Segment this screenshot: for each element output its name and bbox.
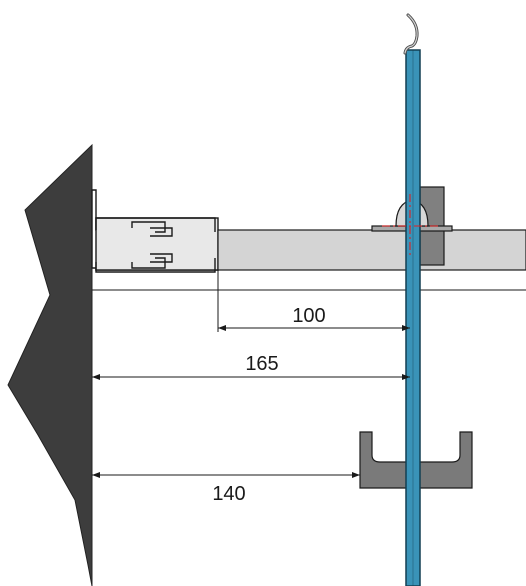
wall-section xyxy=(7,143,93,586)
glass-pane xyxy=(405,49,421,586)
suspension-cable-highlight xyxy=(404,14,418,54)
support-bar xyxy=(217,229,526,271)
dimension-165 xyxy=(92,374,410,380)
reference-lines xyxy=(92,270,526,332)
dimension-100 xyxy=(218,325,410,331)
lower-u-bracket xyxy=(359,431,473,489)
alignment-crosshair xyxy=(382,194,440,258)
dimension-140-label: 140 xyxy=(212,483,245,505)
dimension-140 xyxy=(92,472,360,478)
wall-channel-profile xyxy=(91,189,219,273)
dimension-100-label: 100 xyxy=(292,305,325,327)
suspension-cable xyxy=(403,13,419,55)
dimension-165-label: 165 xyxy=(245,353,278,375)
